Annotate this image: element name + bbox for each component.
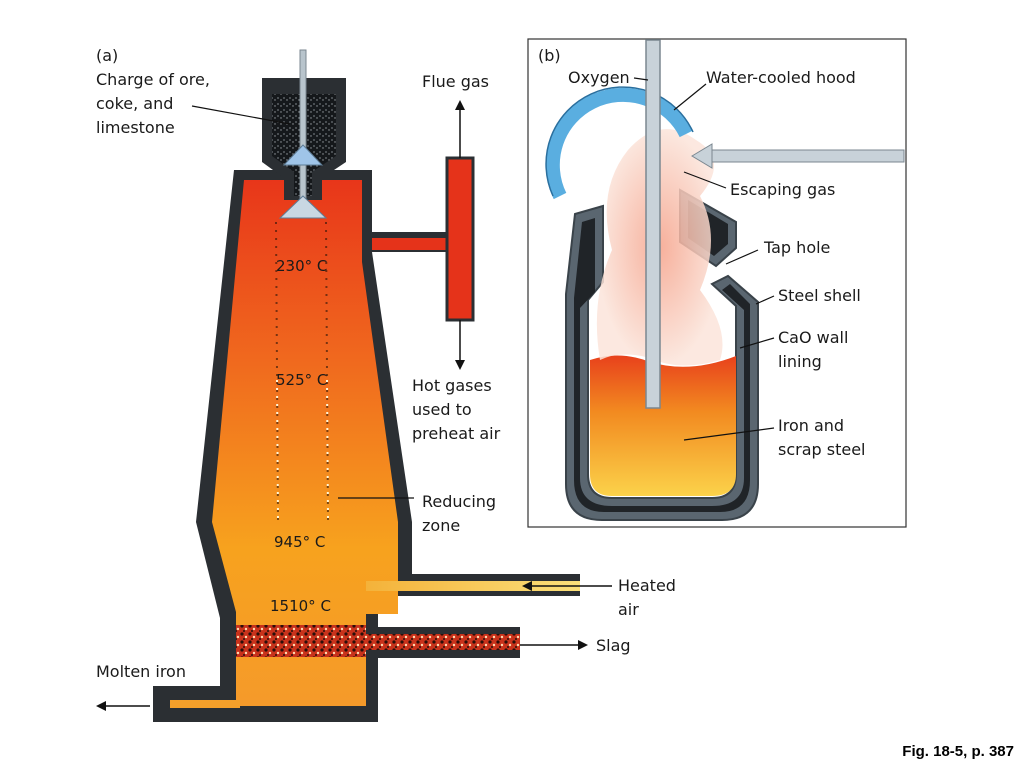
oxygen-lance xyxy=(645,39,661,409)
oxygen-label: Oxygen xyxy=(568,68,630,87)
heated-air-pipe xyxy=(366,581,580,591)
temp-525: 525° C xyxy=(276,371,328,389)
hot-gases-label-line1: Hot gases xyxy=(412,376,492,395)
heated-air-arrowhead xyxy=(522,581,532,591)
escaping-gas-leader xyxy=(683,171,727,189)
hot-gases-label-line2: used to xyxy=(412,400,472,419)
hood-label: Water-cooled hood xyxy=(706,68,856,87)
slag-layer xyxy=(236,625,366,657)
iron-label-line1: Iron and xyxy=(778,416,845,435)
cao-lining xyxy=(574,218,750,512)
figure-caption: Fig. 18-5, p. 387 xyxy=(902,743,1014,760)
cao-label-line1: CaO wall xyxy=(778,328,849,347)
gas-pipe-nozzle xyxy=(691,143,713,169)
water-cooled-hood-outline xyxy=(545,86,694,197)
charge-label-line2: coke, and xyxy=(96,94,174,113)
iron-leader xyxy=(683,427,775,441)
flue-gas-label: Flue gas xyxy=(422,72,490,91)
blast-furnace xyxy=(96,49,612,722)
tap-hole-label: Tap hole xyxy=(764,238,831,257)
iron-label-line2: scrap steel xyxy=(778,440,866,459)
upper-bell xyxy=(282,144,324,166)
charge-label-line1: Charge of ore, xyxy=(96,70,210,89)
temp-945: 945° C xyxy=(274,533,326,551)
lower-bell xyxy=(278,195,328,219)
temp-1510: 1510° C xyxy=(270,597,331,615)
slag-arrowhead xyxy=(578,640,588,650)
slag-label: Slag xyxy=(596,636,631,655)
panel-b-tag: (b) xyxy=(538,46,561,65)
oxygen-leader xyxy=(633,77,649,81)
oxygen-furnace xyxy=(527,38,907,528)
cao-leader xyxy=(739,337,775,349)
charge-leader xyxy=(191,105,291,125)
water-cooled-hood xyxy=(545,87,693,200)
gas-pipe xyxy=(711,149,905,163)
feed-rod xyxy=(299,49,307,211)
reducing-zone-label-line2: zone xyxy=(422,516,461,535)
flue-duct xyxy=(372,238,450,250)
hot-gases-arrowhead xyxy=(455,360,465,370)
molten-iron-arrowhead xyxy=(96,701,106,711)
panel-a-tag: (a) xyxy=(96,46,119,65)
hood-leader xyxy=(673,83,707,111)
charge-trail-left xyxy=(275,221,279,521)
steel-shell-leader xyxy=(755,295,775,305)
molten-iron-outlet xyxy=(170,700,240,708)
charge-trail-right xyxy=(325,221,329,521)
tap-hole-leader xyxy=(725,249,759,265)
temp-230: 230° C xyxy=(276,257,328,275)
steel-shell-label: Steel shell xyxy=(778,286,861,305)
furnace-interior xyxy=(170,180,398,706)
heated-air-label-line2: air xyxy=(618,600,639,619)
molten-pool xyxy=(590,355,736,496)
cao-label-line2: lining xyxy=(778,352,822,371)
slag-outlet-pipe xyxy=(366,634,520,650)
hot-gases-label-line3: preheat air xyxy=(412,424,501,443)
charge-label-line3: limestone xyxy=(96,118,175,137)
molten-iron-label: Molten iron xyxy=(96,662,186,681)
flue-gas-pipe xyxy=(445,156,475,322)
heated-air-label-line1: Heated xyxy=(618,576,676,595)
escaping-gas-label: Escaping gas xyxy=(730,180,836,199)
reducing-zone-label-line1: Reducing xyxy=(422,492,497,511)
flue-gas-arrowhead xyxy=(455,100,465,110)
